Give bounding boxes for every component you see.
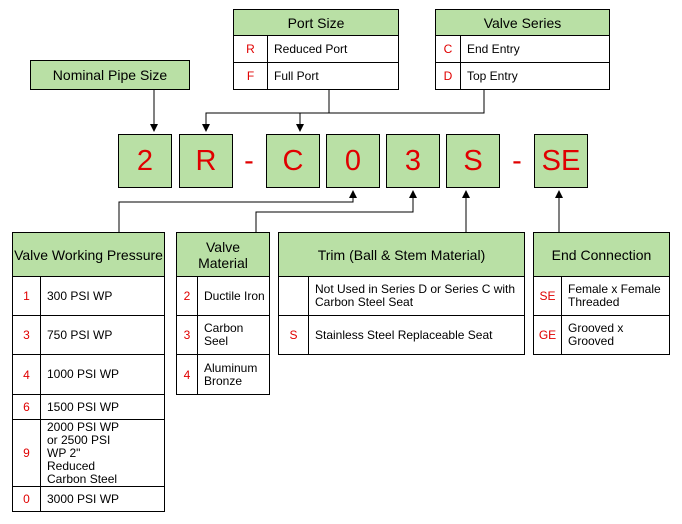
pressure-code: 3 xyxy=(13,316,41,354)
end-connection-code: SE xyxy=(534,277,562,315)
series-desc: Top Entry xyxy=(467,68,518,83)
pressure-desc: 2000 PSI WP or 2500 PSI WP 2" Reduced Ca… xyxy=(47,419,119,486)
pressure-code: 4 xyxy=(13,355,41,394)
table-row: 1 300 PSI WP xyxy=(12,277,165,316)
pressure-desc: 3000 PSI WP xyxy=(47,491,120,506)
code-char-series: C xyxy=(266,134,320,188)
table-row: SE Female x Female Threaded xyxy=(533,277,670,316)
pressure-code: 9 xyxy=(13,420,41,486)
valve-series-header: Valve Series xyxy=(435,9,610,36)
table-row: 3 750 PSI WP xyxy=(12,316,165,355)
trim-title: Trim (Ball & Stem Material) xyxy=(317,246,486,263)
table-row: D Top Entry xyxy=(435,63,610,90)
table-row: 2 Ductile Iron xyxy=(176,277,270,316)
code-char-port: R xyxy=(179,134,233,188)
end-connection-title: End Connection xyxy=(551,246,652,263)
nominal-pipe-size-header: Nominal Pipe Size xyxy=(30,60,190,90)
table-row: 4 1000 PSI WP xyxy=(12,355,165,395)
trim-header: Trim (Ball & Stem Material) xyxy=(278,232,525,277)
nominal-pipe-size-title: Nominal Pipe Size xyxy=(52,67,168,83)
table-row: 4 Aluminum Bronze xyxy=(176,355,270,395)
material-desc: Aluminum Bronze xyxy=(204,360,258,388)
code-dash: - xyxy=(244,144,254,177)
material-code: 2 xyxy=(177,277,198,315)
code-dash: - xyxy=(512,144,522,177)
working-pressure-header: Valve Working Pressure xyxy=(12,232,165,277)
material-code: 4 xyxy=(177,355,198,394)
pressure-desc: 300 PSI WP xyxy=(47,288,113,303)
pressure-code: 0 xyxy=(13,487,41,511)
series-code: D xyxy=(436,63,461,89)
end-connection-desc: Grooved x Grooved xyxy=(568,321,624,348)
end-connection-code: GE xyxy=(534,316,562,354)
code-char-pressure: 0 xyxy=(326,134,380,188)
valve-series-title: Valve Series xyxy=(483,14,562,31)
port-desc: Full Port xyxy=(274,68,319,83)
port-code: R xyxy=(234,36,268,62)
trim-code xyxy=(279,277,309,315)
table-row: GE Grooved x Grooved xyxy=(533,316,670,355)
table-row: S Stainless Steel Replaceable Seat xyxy=(278,316,525,355)
trim-desc: Not Used in Series D or Series C with Ca… xyxy=(315,282,516,309)
end-connection-desc: Female x Female Threaded xyxy=(568,282,661,309)
pressure-desc: 750 PSI WP xyxy=(47,327,113,342)
port-size-title: Port Size xyxy=(287,14,345,31)
pressure-code: 6 xyxy=(13,395,41,419)
code-char-material: 3 xyxy=(386,134,440,188)
code-char-trim: S xyxy=(446,134,500,188)
pressure-desc: 1000 PSI WP xyxy=(47,367,120,381)
pressure-code: 1 xyxy=(13,277,41,315)
series-code: C xyxy=(436,36,461,62)
code-char-pipe-size: 2 xyxy=(118,134,172,188)
valve-material-title: Valve Material xyxy=(198,238,248,271)
pressure-desc: 1500 PSI WP xyxy=(47,399,120,414)
port-code: F xyxy=(234,63,268,89)
table-row: 6 1500 PSI WP xyxy=(12,395,165,420)
table-row: 9 2000 PSI WP or 2500 PSI WP 2" Reduced … xyxy=(12,420,165,487)
working-pressure-title: Valve Working Pressure xyxy=(14,246,163,263)
material-desc: Ductile Iron xyxy=(204,288,265,303)
table-row: R Reduced Port xyxy=(233,36,399,63)
table-row: 0 3000 PSI WP xyxy=(12,487,165,512)
port-size-header: Port Size xyxy=(233,9,399,36)
code-char-end-connection: SE xyxy=(534,134,588,188)
table-row: 3 Carbon Seel xyxy=(176,316,270,355)
material-code: 3 xyxy=(177,316,198,354)
trim-code: S xyxy=(279,316,309,354)
valve-material-header: Valve Material xyxy=(176,232,270,277)
table-row: F Full Port xyxy=(233,63,399,90)
series-desc: End Entry xyxy=(467,41,520,56)
table-row: Not Used in Series D or Series C with Ca… xyxy=(278,277,525,316)
table-row: C End Entry xyxy=(435,36,610,63)
trim-desc: Stainless Steel Replaceable Seat xyxy=(315,327,493,342)
port-desc: Reduced Port xyxy=(274,41,348,56)
material-desc: Carbon Seel xyxy=(204,321,244,348)
end-connection-header: End Connection xyxy=(533,232,670,277)
